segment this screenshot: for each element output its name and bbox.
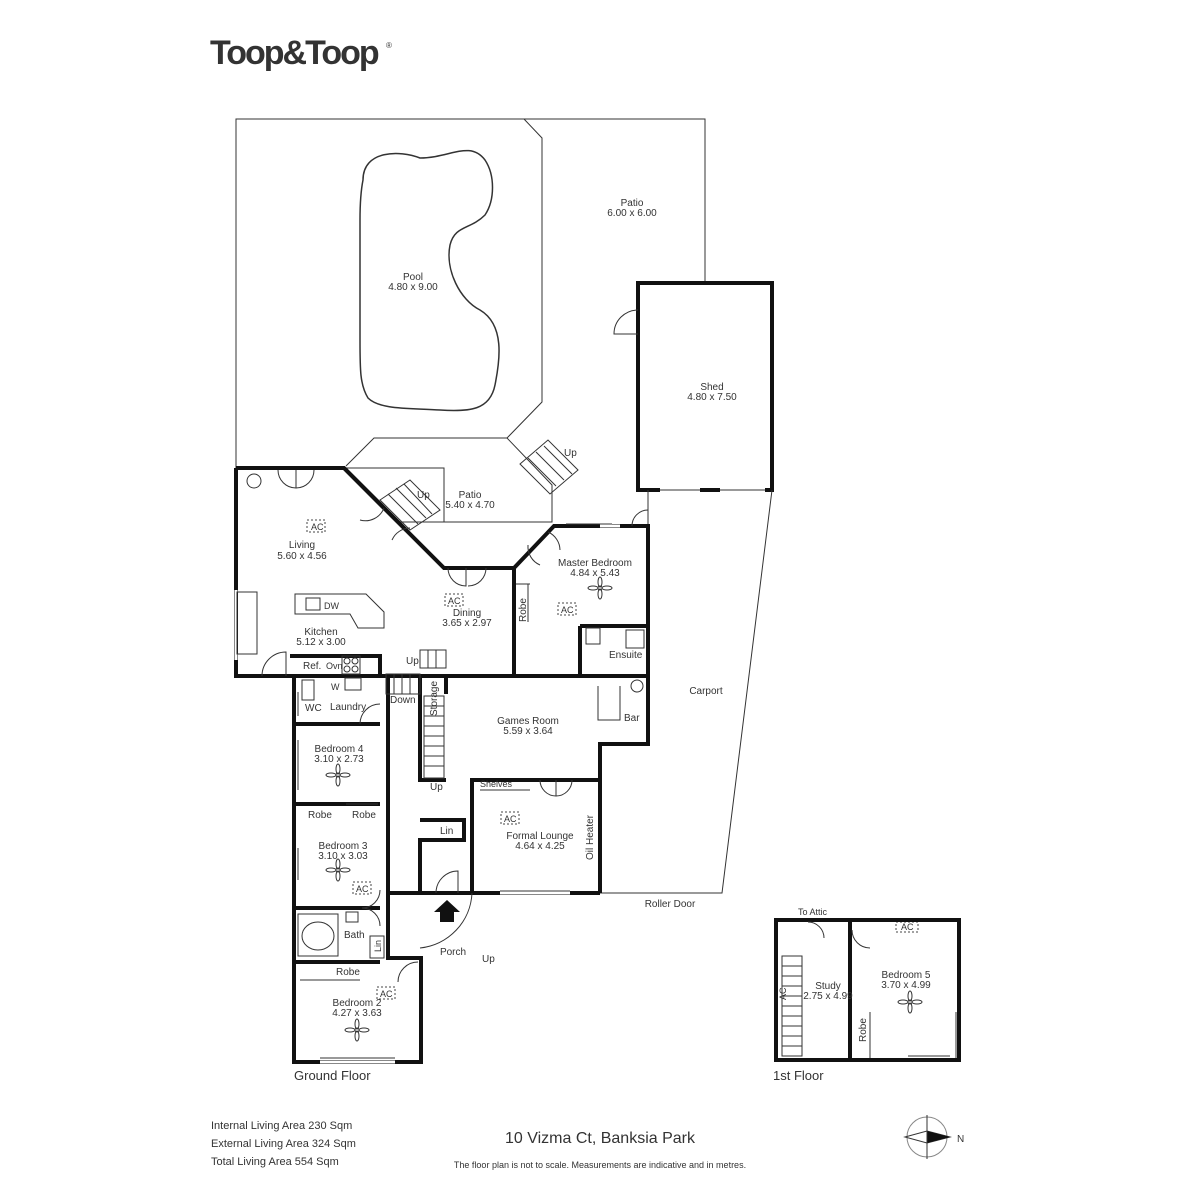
- patio-mid-name: Patio: [459, 490, 482, 501]
- disclaimer: The floor plan is not to scale. Measurem…: [454, 1160, 746, 1170]
- label-robe-b4: Robe: [308, 810, 332, 821]
- kitchen-dims: 5.12 x 3.00: [296, 637, 346, 648]
- patio-top-name: Patio: [621, 198, 644, 209]
- label-up-deck: Up: [417, 490, 430, 501]
- study-name: Study: [815, 981, 841, 992]
- label-ac-study: AC: [778, 987, 788, 1000]
- living-dims: 5.60 x 4.56: [277, 551, 327, 562]
- formal-dims: 4.64 x 4.25: [515, 841, 565, 852]
- ground-floor-label: Ground Floor: [294, 1068, 371, 1083]
- label-lin-bath: Lin: [373, 940, 383, 952]
- dining-name: Dining: [453, 608, 481, 619]
- shed: [613, 281, 774, 492]
- shed-name: Shed: [700, 382, 723, 393]
- label-carport: Carport: [689, 686, 723, 697]
- label-ref: Ref.: [303, 661, 321, 672]
- label-robe-master: Robe: [518, 598, 529, 622]
- label-ac-dining: AC: [448, 596, 461, 606]
- internal-area: Internal Living Area 230 Sqm: [211, 1120, 352, 1132]
- external-area: External Living Area 324 Sqm: [211, 1138, 356, 1150]
- dining-dims: 3.65 x 2.97: [442, 618, 492, 629]
- ground-floor-walls: [234, 466, 650, 1064]
- label-ovn: Ovn: [326, 661, 343, 671]
- living-name: Living: [289, 540, 315, 551]
- bath-fixtures: [297, 627, 645, 959]
- room-labels: Patio 6.00 x 6.00 Pool 4.80 x 9.00 Shed …: [277, 198, 931, 1019]
- master-dims: 4.84 x 5.43: [570, 568, 620, 579]
- label-up-stairs: Up: [430, 782, 443, 793]
- pool-outline: [359, 149, 500, 412]
- label-ac-b5: AC: [901, 922, 914, 932]
- first-floor-walls: [774, 918, 961, 1062]
- label-w: W: [331, 682, 340, 692]
- robes: [300, 583, 530, 981]
- label-oil-heater: Oil Heater: [585, 814, 596, 860]
- label-storage: Storage: [429, 681, 440, 716]
- carport-outline: [600, 489, 773, 894]
- compass-label: N: [957, 1134, 964, 1145]
- first-floor-label: 1st Floor: [773, 1068, 824, 1083]
- label-ac-b3: AC: [356, 884, 369, 894]
- bedroom3-name: Bedroom 3: [319, 841, 368, 852]
- label-dw: DW: [324, 601, 339, 611]
- kitchen-name: Kitchen: [304, 627, 337, 638]
- label-bath: Bath: [344, 930, 365, 941]
- entry-arrow-icon: [434, 900, 460, 922]
- study-dims: 2.75 x 4.99: [803, 991, 853, 1002]
- label-to-attic: To Attic: [798, 907, 828, 917]
- windows: [234, 523, 620, 1064]
- feature-labels: Up Up Up Up Up Down Carport Roller Door …: [303, 448, 914, 1042]
- address: 10 Vizma Ct, Banksia Park: [505, 1130, 696, 1147]
- label-robe-b2: Robe: [336, 967, 360, 978]
- label-ac-master: AC: [561, 605, 574, 615]
- stairs: [379, 439, 579, 779]
- shed-dims: 4.80 x 7.50: [687, 392, 737, 403]
- kitchen-fixtures: [246, 473, 644, 721]
- master-name: Master Bedroom: [558, 558, 632, 569]
- ac-boxes: [306, 519, 919, 1000]
- games-dims: 5.59 x 3.64: [503, 726, 553, 737]
- bedroom4-name: Bedroom 4: [315, 744, 364, 755]
- bedroom2-dims: 4.27 x 3.63: [332, 1008, 382, 1019]
- label-ac-living: AC: [311, 522, 324, 532]
- label-ac-b2: AC: [380, 989, 393, 999]
- label-ensuite: Ensuite: [609, 650, 643, 661]
- pool-name: Pool: [403, 272, 423, 283]
- bedroom4-dims: 3.10 x 2.73: [314, 754, 364, 765]
- bedroom5-name: Bedroom 5: [882, 970, 931, 981]
- bedroom5-dims: 3.70 x 4.99: [881, 980, 931, 991]
- brand-logo: Toop&Toop: [210, 34, 379, 72]
- ceiling-fans: [325, 576, 923, 1042]
- label-down: Down: [390, 695, 416, 706]
- registered-mark: ®: [386, 41, 392, 50]
- label-up-porch: Up: [482, 954, 495, 965]
- label-wc: WC: [305, 703, 322, 714]
- outdoor-area: [235, 118, 706, 523]
- label-laundry: Laundry: [330, 702, 366, 713]
- label-robe-b5: Robe: [858, 1018, 869, 1042]
- patio-mid-dims: 5.40 x 4.70: [445, 500, 495, 511]
- label-bar: Bar: [624, 713, 640, 724]
- bedroom2-name: Bedroom 2: [333, 998, 382, 1009]
- total-area: Total Living Area 554 Sqm: [211, 1156, 339, 1168]
- formal-name: Formal Lounge: [506, 831, 574, 842]
- label-shelves: Shelves: [480, 779, 513, 789]
- label-lin: Lin: [440, 826, 453, 837]
- patio-top-dims: 6.00 x 6.00: [607, 208, 657, 219]
- label-robe-b3: Robe: [352, 810, 376, 821]
- label-ac-formal: AC: [504, 814, 517, 824]
- games-name: Games Room: [497, 716, 559, 727]
- north-arrow-icon: [903, 1115, 952, 1159]
- label-porch: Porch: [440, 947, 466, 958]
- doors: [261, 469, 649, 983]
- label-roller-door: Roller Door: [645, 899, 696, 910]
- label-up-patio: Up: [564, 448, 577, 459]
- bedroom3-dims: 3.10 x 3.03: [318, 851, 368, 862]
- pool-dims: 4.80 x 9.00: [388, 282, 438, 293]
- label-up-kitchen: Up: [406, 656, 419, 667]
